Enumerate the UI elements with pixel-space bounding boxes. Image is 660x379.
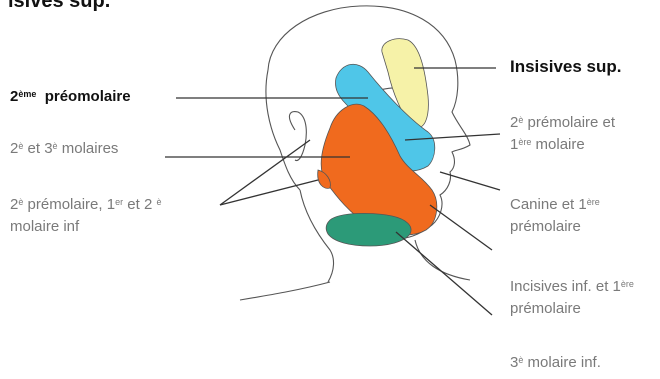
label-text: prémolaire et [523, 114, 615, 131]
label-text: molaire inf [10, 218, 79, 235]
label-molaires-2-3: 2è et 3è molaires [10, 138, 118, 160]
label-premolar-molar-inf: 2è prémolaire, 1er et 2 è molaire inf [10, 194, 161, 238]
label-text: prémolaire [510, 300, 581, 317]
label-canine: Canine et 1ère prémolaire [510, 194, 600, 238]
label-text: prémolaire, 1 [23, 196, 115, 213]
label-sup: ère [621, 279, 634, 289]
label-incisives-sup: Insisives sup. [510, 56, 622, 78]
label-text: Canine et 1 [510, 196, 587, 213]
label-incisives-inf: Incisives inf. et 1ère prémolaire [510, 276, 634, 320]
label-second-premolar-top: 2ème préomolaire [10, 86, 131, 108]
label-sup: è [518, 115, 523, 125]
label-sup: er [115, 197, 123, 207]
label-text: préomolaire [45, 88, 131, 105]
label-sup: è [518, 355, 523, 365]
label-premolar2-molar1: 2è prémolaire et 1ère molaire [510, 112, 615, 156]
label-sup: ème [18, 89, 36, 99]
label-sup: è [156, 197, 161, 207]
label-text: et 2 [123, 196, 156, 213]
label-text: et 3 [23, 140, 52, 157]
label-sup: ère [587, 197, 600, 207]
label-sup: ère [518, 137, 531, 147]
label-text: molaires [58, 140, 119, 157]
label-sup: è [18, 141, 23, 151]
header-fragment: isives sup. [8, 0, 110, 12]
label-molar3-inf: 3è molaire inf. [510, 352, 601, 374]
label-text: molaire [531, 136, 584, 153]
leader-lines [165, 68, 500, 315]
label-sup: è [53, 141, 58, 151]
label-text: Incisives inf. et 1 [510, 278, 621, 295]
label-text: molaire inf. [523, 354, 601, 371]
region-molaire-inf [326, 213, 411, 246]
label-sup: è [18, 197, 23, 207]
label-text: prémolaire [510, 218, 581, 235]
